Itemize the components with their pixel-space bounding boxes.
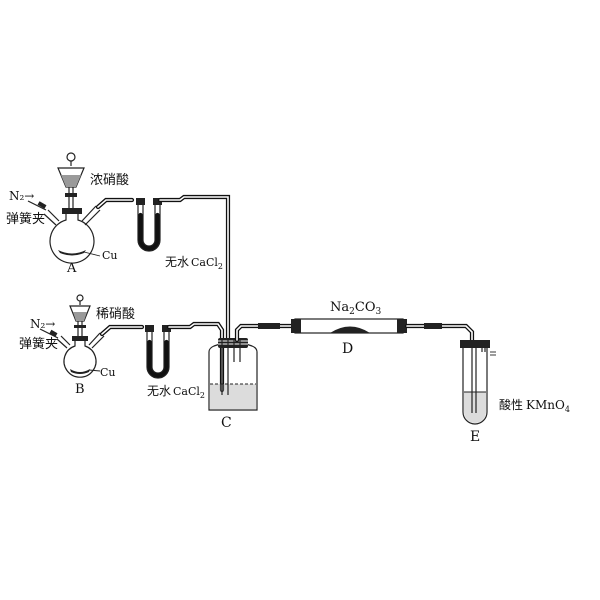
bottle-c-label: C: [221, 415, 232, 431]
copper-label-bottom: Cu: [100, 366, 116, 379]
tube-utube-bottom-to-c: [166, 321, 225, 393]
tube-d-label: D: [342, 341, 353, 357]
flask-a-label: A: [66, 261, 77, 276]
test-tube-e-label: E: [470, 429, 480, 445]
flask-a: [43, 205, 101, 264]
drying-agent-top-formula: CaCl2: [191, 256, 223, 271]
n2-label-bottom: N₂→: [30, 317, 55, 331]
tube-d-to-e: [404, 323, 475, 345]
spring-clip-label-bottom: 弹簧夹: [19, 336, 58, 352]
tube-b-to-utube: [99, 324, 145, 337]
conc-nitric-acid-label: 浓硝酸: [90, 173, 129, 188]
funnel-a: [57, 152, 85, 213]
na2co3-label: Na2CO3: [330, 300, 381, 317]
dilute-nitric-acid-label: 稀硝酸: [96, 307, 135, 322]
u-tube-top: 无水 CaCl2: [136, 198, 223, 271]
flask-b: [56, 332, 105, 378]
n2-label-top: N₂→: [9, 189, 34, 203]
bottle-c: C: [208, 338, 258, 431]
tube-a-to-utube: [95, 197, 135, 210]
drying-agent-bottom-prefix: 无水: [147, 384, 171, 398]
tube-d: Na2CO3 D: [291, 300, 407, 357]
tube-c-to-d: [234, 323, 295, 343]
spring-clip-label-top: 弹簧夹: [6, 211, 45, 227]
funnel-b: [69, 294, 91, 340]
flask-b-label: B: [75, 382, 85, 397]
copper-label-top: Cu: [102, 249, 118, 262]
drying-agent-bottom-formula: CaCl2: [173, 385, 205, 400]
apparatus-a: N₂→ 弹簧夹 浓硝酸 Cu A: [6, 152, 129, 276]
tube-utube-top-to-c: [157, 194, 231, 343]
u-tube-bottom: 无水 CaCl2: [145, 325, 205, 400]
drying-agent-top-prefix: 无水: [165, 255, 189, 269]
apparatus-b: N₂→ 弹簧夹 稀硝酸 Cu B: [19, 294, 135, 397]
